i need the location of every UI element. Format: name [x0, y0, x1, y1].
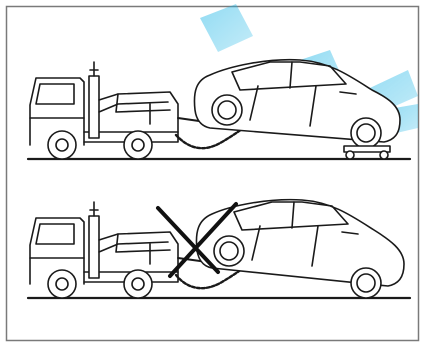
- towed-car: [194, 60, 400, 148]
- panel-correct-tow: [28, 60, 410, 159]
- panel-incorrect-tow: [28, 200, 410, 298]
- wheel-dolly: [344, 146, 390, 159]
